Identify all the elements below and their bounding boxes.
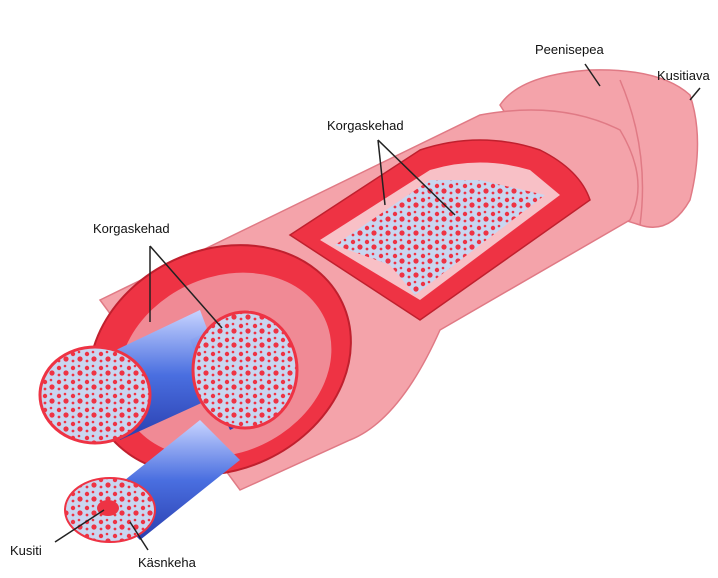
corpus-cavernosum-left — [38, 345, 152, 445]
corpus-cavernosum-right — [191, 310, 299, 430]
label-urethral-opening: Kusitiava — [657, 68, 710, 83]
label-spongiosum: Käsnkeha — [138, 555, 196, 570]
label-glans: Peenisepea — [535, 42, 604, 57]
label-urethra: Kusiti — [10, 543, 42, 558]
leader-lines — [54, 63, 701, 551]
corpus-strip-1 — [335, 180, 480, 265]
urethra — [97, 500, 119, 516]
label-corpora-top: Korgaskehad — [327, 118, 404, 133]
corpus-strip-2 — [390, 180, 545, 295]
label-corpora-left: Korgaskehad — [93, 221, 170, 236]
